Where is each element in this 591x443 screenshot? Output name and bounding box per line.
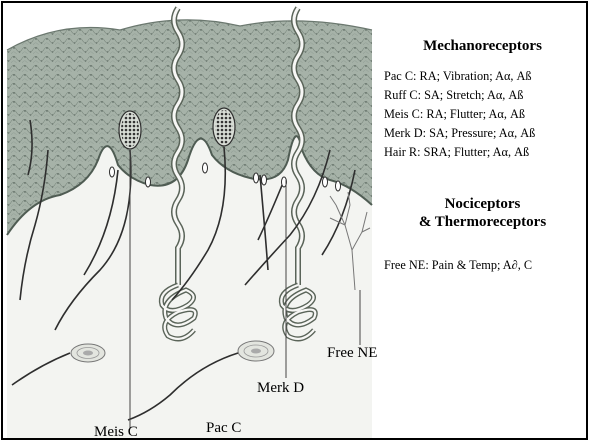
pacinian-corpuscle-right <box>238 341 274 361</box>
mechanoreceptors-heading: Mechanoreceptors <box>380 38 585 55</box>
legend-row-ruff-c: Ruff C: SA; Stretch; Aα, Aß <box>384 88 523 103</box>
legend-row-merk-d: Merk D: SA; Pressure; Aα, Aß <box>384 126 535 141</box>
meissner-corpuscle-right <box>213 108 235 146</box>
nociceptors-heading: Nociceptors <box>380 196 585 213</box>
legend-row-pac-c: Pac C: RA; Vibration; Aα, Aß <box>384 69 532 84</box>
legend-row-hair-r: Hair R: SRA; Flutter; Aα, Aß <box>384 145 529 160</box>
figure-label-free-ne: Free NE <box>327 345 377 362</box>
legend-row-meis-c: Meis C: RA; Flutter; Aα, Aß <box>384 107 525 122</box>
figure-label-merk-d: Merk D <box>257 380 304 397</box>
pacinian-corpuscle-left <box>71 344 105 362</box>
meissner-corpuscle-left <box>119 111 141 149</box>
figure-label-pac-c: Pac C <box>206 420 241 437</box>
figure-label-meis-c: Meis C <box>94 424 138 441</box>
legend-row-free-ne: Free NE: Pain & Temp; A∂, C <box>384 258 532 273</box>
thermoreceptors-heading: & Thermoreceptors <box>380 214 585 231</box>
